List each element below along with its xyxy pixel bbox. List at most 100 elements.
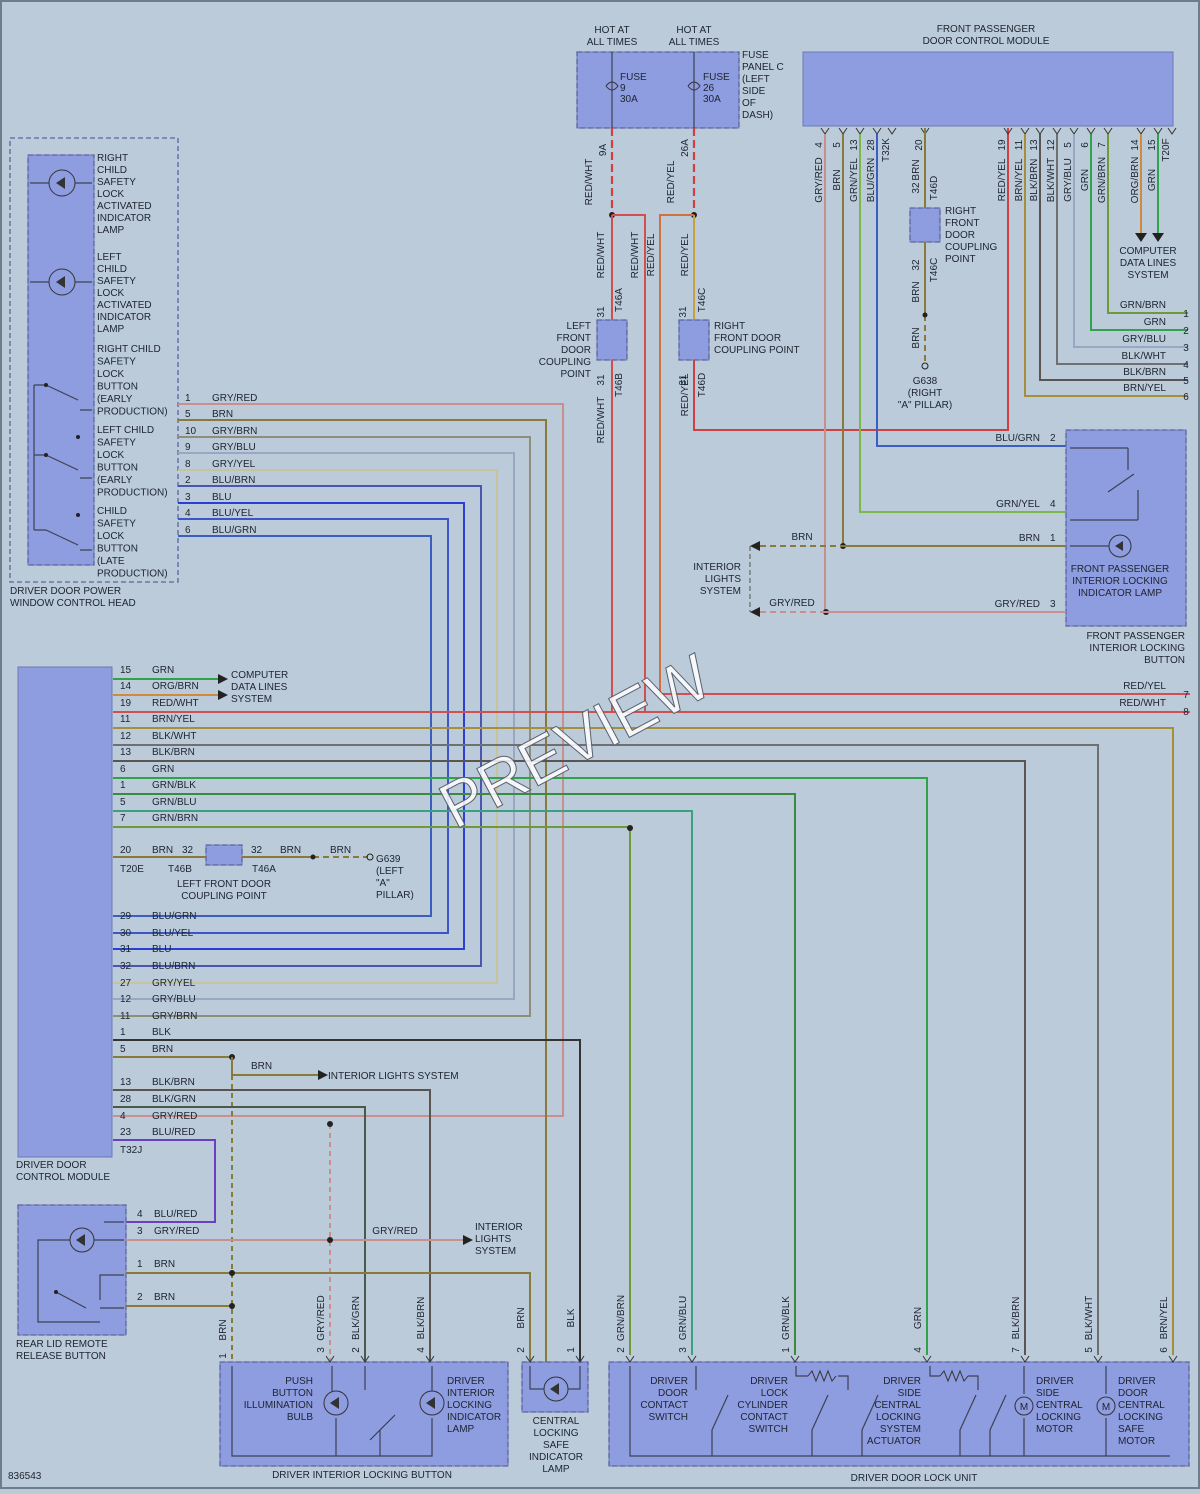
bottom-pin-marker-6 — [687, 1355, 697, 1363]
fp-btn-pin-0: 2 — [1050, 433, 1056, 444]
g639-label: G639(LEFT"A"PILLAR) — [376, 854, 414, 901]
fp-pin-num-5: 20 — [914, 139, 925, 151]
right-edge-label-0: GRN/BRN — [1120, 300, 1166, 311]
fp-wire-grybl — [1073, 134, 1188, 348]
wh-pin-4: 4 — [185, 508, 191, 519]
dcm-pin-top-1: 14 — [120, 681, 132, 692]
conn-t32j: T32J — [120, 1145, 142, 1156]
dcm-wire-label-mid-1: BLU/YEL — [152, 928, 194, 939]
fp-wire-label-4: T32K — [881, 138, 892, 162]
fp-wire-grnyel — [859, 134, 1066, 513]
rear-lid-diode — [76, 1234, 85, 1246]
arrow-dcm-data-0 — [218, 674, 228, 684]
wire-red-yel-branch — [659, 214, 694, 694]
fp-wire-label-13: ORG/BRN — [1130, 157, 1141, 204]
right-edge-label-1: GRN — [1144, 317, 1166, 328]
ground-g638 — [921, 362, 929, 370]
wh-pin-10: 10 — [185, 426, 197, 437]
dcm-pin-mid-0: 29 — [120, 911, 132, 922]
red-wht-label-2: RED/WHT — [596, 232, 607, 279]
arrow-dcm-data-1 — [218, 690, 228, 700]
dcm-wire-label-top-3: BRN/YEL — [152, 714, 195, 725]
fp-wire-brnyel — [1024, 134, 1188, 397]
right-edge-label-5: BRN/YEL — [1123, 383, 1166, 394]
gry-red-low-label: GRY/RED — [372, 1226, 417, 1237]
fp-pin-num-9: 12 — [1046, 139, 1057, 151]
fp-wire-label-10: GRY/BLU — [1063, 158, 1074, 202]
sw-dot-1 — [44, 383, 48, 387]
fuse26-symbol — [687, 81, 701, 91]
fuse-panel-box — [576, 51, 740, 129]
conn-t46a: T46A — [614, 288, 625, 312]
red-yel-label-2: RED/YEL — [646, 233, 657, 276]
dcm-wire-label-mid-8: BRN — [152, 1044, 173, 1055]
bottom-pin-marker-10 — [1093, 1355, 1103, 1363]
wire-red-yel-to-fp — [693, 128, 1009, 431]
wh-wire-blu — [113, 502, 465, 950]
dcm-coupling-wire-end: BRN — [330, 845, 351, 856]
dcm-wire-top-8 — [113, 810, 693, 1355]
rear-lid-box — [17, 1204, 127, 1336]
red-wht-label-4: RED/WHT — [596, 397, 607, 444]
wh-wire-blu-brn — [113, 485, 482, 967]
fp-pin-num-11: 6 — [1080, 142, 1091, 148]
red-edge-label-1: RED/WHT — [1119, 698, 1166, 709]
right-edge-label-3: BLK/WHT — [1122, 351, 1166, 362]
dcm-coupling-pin-32b: 32 — [251, 845, 263, 856]
dcm-wire-label-top-8: GRN/BLU — [152, 797, 196, 808]
safe-motor-icon — [1096, 1396, 1116, 1416]
wh-wire-label-8: BLU/GRN — [212, 525, 256, 536]
splice-fp-brn — [922, 312, 928, 318]
splice-gryred — [327, 1121, 333, 1127]
fp-wire-label-14: GRN — [1147, 169, 1158, 191]
dcm-wire-top-4 — [113, 744, 1099, 1355]
ground-g639 — [366, 853, 374, 861]
wh-wire-label-2: GRY/BRN — [212, 426, 257, 437]
pin-31-b: 31 — [596, 374, 607, 386]
fp-wire-blugrn — [876, 134, 1066, 447]
dcm-wire-label-top-1: ORG/BRN — [152, 681, 199, 692]
dcm-wire-low-1 — [113, 1106, 366, 1362]
fp-btn-pin-2: 1 — [1050, 533, 1056, 544]
wh-wire-blu-grn — [113, 535, 432, 917]
right-coupling-box — [678, 319, 710, 361]
window-head-outline — [9, 137, 179, 583]
red-edge-num-0: 7 — [1183, 690, 1189, 701]
dcm-pin-mid-3: 32 — [120, 961, 132, 972]
splice-coupling — [310, 854, 316, 860]
lock-unit-outline — [608, 1361, 1190, 1467]
fp-pin-num-7: 11 — [1014, 139, 1025, 150]
rear-lid-wire-label-0: BLU/RED — [154, 1209, 197, 1220]
wh-pin-2: 2 — [185, 475, 191, 486]
bottom-wire-label-11: BRN/YEL — [1159, 1296, 1170, 1339]
fp-btn-wire-label-0: BLU/GRN — [996, 433, 1040, 444]
window-head-inner-outline — [27, 154, 95, 566]
dcm-wire-label-mid-4: GRY/YEL — [152, 978, 196, 989]
rear-lid-circuit — [37, 1221, 124, 1323]
fp-wire-grnbrn — [1107, 134, 1188, 314]
lock-unit-circuit — [629, 1366, 1170, 1457]
wh-pin-6: 6 — [185, 525, 191, 536]
bottom-pin-2: 4 — [416, 1347, 427, 1353]
dcm-pin-top-7: 1 — [120, 780, 126, 791]
interior-lights-mid: BRN INTERIOR LIGHTS SYSTEM — [231, 1057, 459, 1082]
bottom-pin-marker-5 — [625, 1355, 635, 1363]
